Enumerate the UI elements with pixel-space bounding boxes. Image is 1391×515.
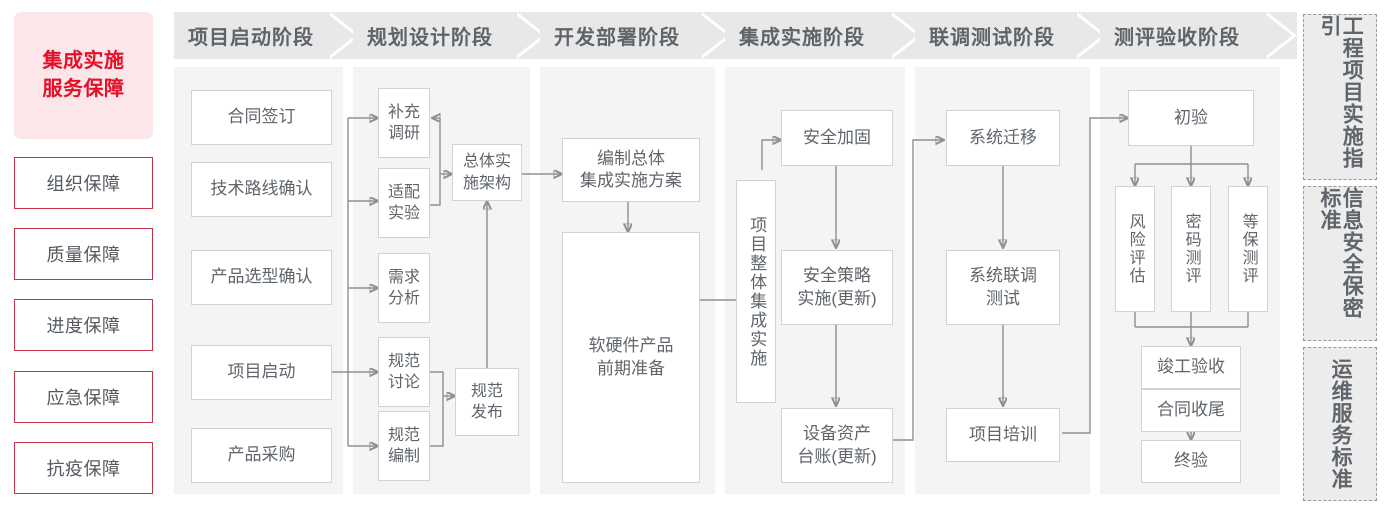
node-contract-closure[interactable]: 合同收尾: [1141, 389, 1241, 432]
node-label-line2: 分析: [387, 290, 420, 307]
node-product-selection-confirm[interactable]: 产品选型确认: [191, 250, 332, 305]
phase-title-5: 联调测试阶段: [929, 27, 1055, 49]
node-security-policy-implementation[interactable]: 安全策略 实施(更新): [781, 250, 893, 325]
sidebar-title-line2: 服务保障: [42, 77, 125, 100]
sidebar-item-organization[interactable]: 组织保障: [14, 157, 153, 209]
phase-title-4: 集成实施阶段: [739, 27, 865, 49]
node-label: 项目整体集成实施: [747, 215, 767, 368]
node-label: 终验: [1174, 451, 1208, 471]
node-requirement-analysis[interactable]: 需求 分析: [378, 253, 430, 323]
sidebar-item-label: 组织保障: [46, 174, 121, 194]
phase-header-2[interactable]: 规划设计阶段: [353, 12, 547, 59]
node-security-hardening[interactable]: 安全加固: [781, 110, 893, 166]
phase-title-6: 测评验收阶段: [1114, 27, 1240, 49]
node-label-line2: 讨论: [387, 374, 420, 391]
standard-item-engineering-guideline[interactable]: 工程项目实施指引: [1303, 14, 1377, 180]
node-mlps-evaluation[interactable]: 等保测评: [1228, 186, 1268, 312]
node-label: 等保测评: [1239, 213, 1257, 285]
node-label: 竣工验收: [1157, 357, 1225, 377]
phase-header-4[interactable]: 集成实施阶段: [725, 12, 922, 59]
node-asset-ledger-update[interactable]: 设备资产 台账(更新): [781, 408, 893, 483]
phase-header-5[interactable]: 联调测试阶段: [915, 12, 1107, 59]
node-label-line1: 适配: [387, 183, 420, 201]
node-label-line1: 设备资产: [802, 424, 871, 444]
node-risk-assessment[interactable]: 风险评估: [1115, 186, 1155, 312]
node-label-line2: 前期准备: [597, 358, 665, 378]
node-label-line1: 编制总体: [597, 148, 665, 168]
sidebar-title-card: 集成实施 服务保障: [14, 12, 153, 139]
sidebar-item-label: 进度保障: [46, 316, 121, 336]
phase-header-6[interactable]: 测评验收阶段: [1100, 12, 1297, 59]
node-label-line2: 实施(更新): [797, 288, 877, 308]
node-preliminary-acceptance[interactable]: 初验: [1128, 90, 1254, 146]
standard-label: 信息安全保密标准: [1318, 187, 1364, 319]
node-label-line1: 规范: [470, 382, 503, 400]
standard-label: 运维服务标准: [1329, 358, 1353, 490]
sidebar-item-emergency[interactable]: 应急保障: [14, 371, 153, 423]
node-label-line2: 发布: [470, 404, 503, 421]
standard-label: 工程项目实施指引: [1318, 15, 1364, 169]
node-overall-implementation-architecture[interactable]: 总体实 施架构: [452, 144, 522, 201]
node-label-line2: 调研: [387, 125, 420, 142]
node-label-line1: 软硬件产品: [588, 336, 674, 356]
node-contract-signing[interactable]: 合同签订: [191, 90, 332, 145]
node-label: 产品选型确认: [210, 267, 313, 287]
sidebar-item-label: 质量保障: [46, 245, 121, 265]
node-label-line2: 集成实施方案: [580, 171, 682, 190]
node-system-joint-test[interactable]: 系统联调 测试: [946, 250, 1060, 325]
node-label-line2: 实验: [387, 205, 420, 222]
node-label: 安全加固: [803, 127, 871, 147]
node-label: 产品采购: [227, 445, 296, 465]
phase-title-2: 规划设计阶段: [367, 27, 493, 49]
node-label-line1: 总体实: [462, 153, 511, 171]
node-label-line2: 施架构: [462, 174, 511, 192]
sidebar-item-quality[interactable]: 质量保障: [14, 228, 153, 280]
sidebar-item-label: 应急保障: [46, 388, 121, 408]
node-final-acceptance[interactable]: 终验: [1141, 440, 1241, 483]
node-supplementary-research[interactable]: 补充 调研: [378, 88, 430, 158]
node-label-line1: 补充: [387, 103, 420, 121]
node-product-procurement[interactable]: 产品采购: [191, 428, 332, 483]
node-spec-discussion[interactable]: 规范 讨论: [378, 337, 430, 407]
node-label: 初验: [1174, 107, 1208, 127]
node-spec-release[interactable]: 规范 发布: [455, 368, 519, 436]
node-tech-route-confirm[interactable]: 技术路线确认: [191, 162, 332, 217]
node-label-line1: 规范: [387, 426, 420, 444]
node-label: 系统迁移: [969, 127, 1037, 147]
node-completion-acceptance[interactable]: 竣工验收: [1141, 346, 1241, 389]
phase-title-3: 开发部署阶段: [554, 27, 680, 49]
node-label-line2: 台账(更新): [797, 446, 877, 466]
phase-title-1: 项目启动阶段: [188, 27, 314, 49]
node-label-line1: 系统联调: [969, 266, 1037, 286]
node-label-line1: 需求: [387, 268, 420, 286]
node-overall-integration-plan[interactable]: 编制总体 集成实施方案: [562, 138, 700, 202]
node-label: 项目启动: [227, 362, 296, 382]
node-hardware-software-preparation[interactable]: 软硬件产品 前期准备: [562, 232, 700, 483]
node-label: 合同收尾: [1157, 400, 1225, 420]
sidebar-item-epidemic[interactable]: 抗疫保障: [14, 442, 153, 494]
sidebar-item-label: 抗疫保障: [46, 459, 121, 479]
sidebar-title-line1: 集成实施: [42, 49, 125, 72]
node-system-migration[interactable]: 系统迁移: [946, 110, 1060, 166]
node-label: 合同签订: [227, 107, 296, 127]
standard-item-infosec-standard[interactable]: 信息安全保密标准: [1303, 186, 1377, 341]
phase-header-1[interactable]: 项目启动阶段: [174, 12, 360, 59]
sidebar-item-schedule[interactable]: 进度保障: [14, 299, 153, 351]
node-label: 项目培训: [969, 424, 1037, 444]
node-label: 技术路线确认: [210, 179, 313, 199]
node-overall-project-integration[interactable]: 项目整体集成实施: [736, 180, 776, 403]
node-label-line1: 安全策略: [802, 266, 871, 286]
node-label: 风险评估: [1126, 213, 1144, 285]
phase-header-3[interactable]: 开发部署阶段: [540, 12, 732, 59]
node-project-kickoff[interactable]: 项目启动: [191, 345, 332, 400]
node-spec-drafting[interactable]: 规范 编制: [378, 411, 430, 481]
node-project-training[interactable]: 项目培训: [946, 408, 1060, 462]
node-cryptography-evaluation[interactable]: 密码测评: [1171, 186, 1211, 312]
node-label: 密码测评: [1182, 213, 1200, 285]
node-adaptation-experiment[interactable]: 适配 实验: [378, 168, 430, 238]
standard-item-ops-service-standard[interactable]: 运维服务标准: [1303, 347, 1377, 501]
node-label-line1: 规范: [387, 352, 420, 370]
node-label-line2: 测试: [986, 288, 1020, 308]
node-label-line2: 编制: [387, 448, 420, 465]
